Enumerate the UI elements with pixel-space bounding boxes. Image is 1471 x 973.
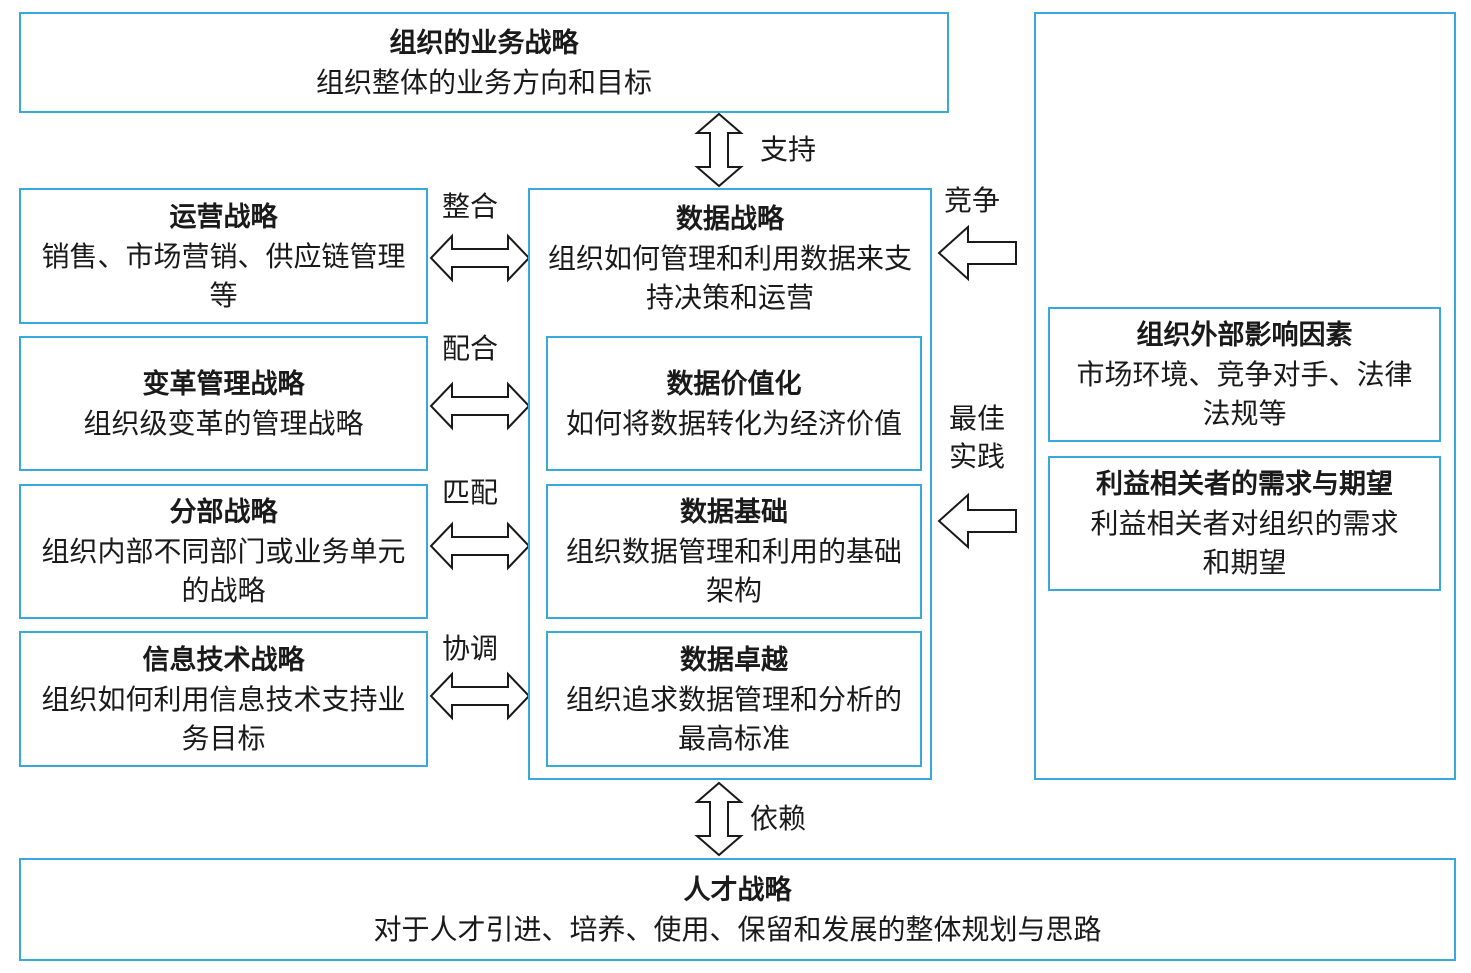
talent-strategy-box: 人才战略 对于人才引进、培养、使用、保留和发展的整体规划与思路 (19, 858, 1456, 961)
division-strategy-title: 分部战略 (169, 497, 278, 528)
integrate-arrow (429, 233, 531, 283)
coordinate-arrow (429, 671, 531, 721)
data-excellence-desc: 组织追求数据管理和分析的最高标准 (565, 682, 902, 755)
it-strategy-title: 信息技术战略 (142, 644, 305, 676)
data-valorization-box: 数据价值化 如何将数据转化为经济价值 (546, 336, 922, 471)
best-practice-arrow (937, 492, 1017, 550)
data-valorization-title: 数据价值化 (666, 368, 802, 400)
cooperate-arrow (429, 381, 531, 431)
cooperate-label: 配合 (442, 332, 499, 365)
business-strategy-title: 组织的业务战略 (389, 27, 579, 59)
depend-label: 依赖 (750, 802, 807, 835)
division-strategy-desc: 组织内部不同部门或业务单元的战略 (41, 535, 406, 607)
match-arrow (429, 521, 531, 571)
business-strategy-desc: 组织整体的业务方向和目标 (315, 65, 652, 99)
stakeholder-needs-title: 利益相关者的需求与期望 (1096, 469, 1393, 500)
change-management-strategy-title: 变革管理战略 (142, 368, 305, 400)
data-excellence-title: 数据卓越 (680, 644, 788, 676)
talent-strategy-desc: 对于人才引进、培养、使用、保留和发展的整体规划与思路 (373, 912, 1102, 946)
data-foundation-title: 数据基础 (680, 497, 788, 528)
data-foundation-box: 数据基础 组织数据管理和利用的基础架构 (546, 484, 922, 619)
data-strategy-title: 数据战略 (676, 204, 784, 235)
compete-arrow (937, 224, 1017, 282)
support-arrow (694, 112, 744, 188)
operations-strategy-title: 运营战略 (169, 201, 278, 233)
external-factors-box: 组织外部影响因素 市场环境、竞争对手、法律法规等 (1048, 307, 1441, 442)
stakeholder-needs-desc: 利益相关者对组织的需求和期望 (1090, 507, 1399, 579)
coordinate-label: 协调 (442, 632, 499, 665)
depend-arrow (694, 781, 744, 857)
data-valorization-desc: 如何将数据转化为经济价值 (565, 406, 902, 440)
it-strategy-box: 信息技术战略 组织如何利用信息技术支持业务目标 (19, 631, 428, 767)
data-strategy-header: 数据战略 组织如何管理和利用数据来支持决策和运营 (530, 200, 930, 317)
match-label: 匹配 (442, 476, 499, 509)
business-strategy-box: 组织的业务战略 组织整体的业务方向和目标 (19, 12, 949, 113)
change-management-strategy-box: 变革管理战略 组织级变革的管理战略 (19, 336, 428, 471)
support-label: 支持 (760, 133, 817, 166)
operations-strategy-desc: 销售、市场营销、供应链管理等 (41, 239, 406, 312)
stakeholder-needs-box: 利益相关者的需求与期望 利益相关者对组织的需求和期望 (1048, 456, 1441, 591)
it-strategy-desc: 组织如何利用信息技术支持业务目标 (41, 682, 406, 755)
talent-strategy-title: 人才战略 (683, 874, 792, 906)
external-factors-title: 组织外部影响因素 (1136, 320, 1353, 351)
integrate-label: 整合 (442, 190, 499, 223)
external-factors-desc: 市场环境、竞争对手、法律法规等 (1076, 358, 1413, 430)
change-management-strategy-desc: 组织级变革的管理战略 (83, 406, 364, 440)
data-foundation-desc: 组织数据管理和利用的基础架构 (565, 535, 902, 607)
compete-label: 竞争 (944, 184, 1001, 217)
operations-strategy-box: 运营战略 销售、市场营销、供应链管理等 (19, 188, 428, 324)
data-strategy-desc: 组织如何管理和利用数据来支持决策和运营 (547, 242, 912, 314)
data-excellence-box: 数据卓越 组织追求数据管理和分析的最高标准 (546, 631, 922, 767)
division-strategy-box: 分部战略 组织内部不同部门或业务单元的战略 (19, 484, 428, 619)
best-practice-label: 最佳实践 (948, 402, 1005, 473)
